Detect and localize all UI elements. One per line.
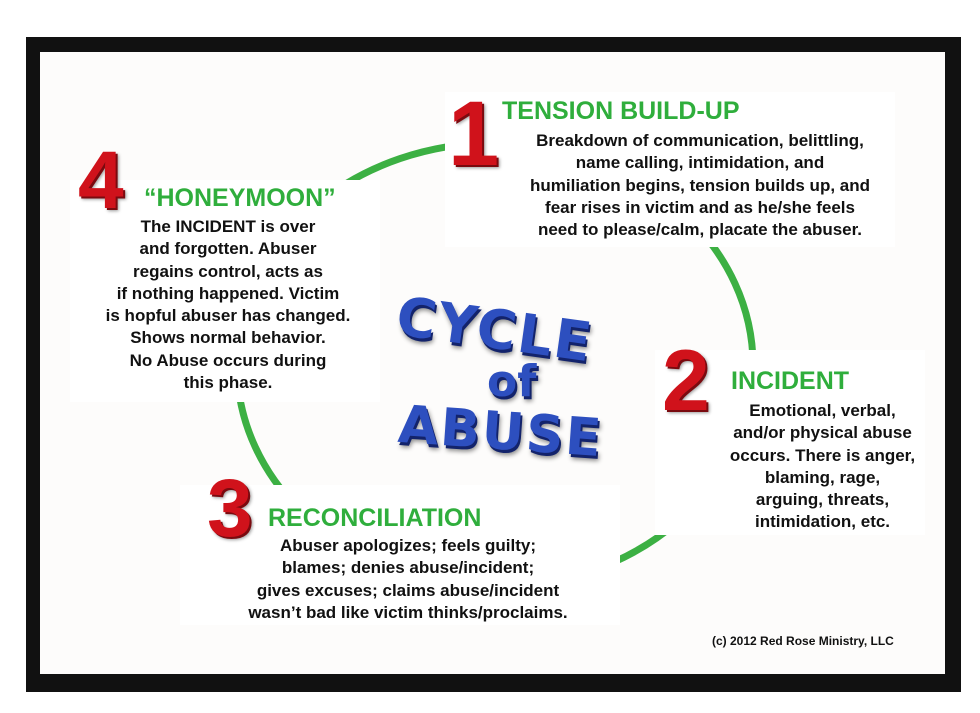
text-line: and/or physical abuse bbox=[733, 423, 912, 443]
text-line: humiliation begins, tension builds up, a… bbox=[530, 175, 870, 195]
stage4-heading: “HONEYMOON” bbox=[144, 184, 336, 212]
text-line: blames; denies abuse/incident; bbox=[281, 558, 535, 578]
stage2-number: 2 bbox=[662, 333, 710, 429]
text-line: fear rises in victim and as he/she feels bbox=[545, 197, 855, 217]
text-line: is hopful abuser has changed. bbox=[105, 306, 351, 326]
text-line: No Abuse occurs during bbox=[129, 350, 327, 370]
text-line: gives excuses; claims abuse/incident bbox=[256, 580, 560, 600]
text-line: regains control, acts as bbox=[133, 261, 323, 281]
text-line: arguing, threats, bbox=[755, 490, 890, 510]
text-line: if nothing happened. Victim bbox=[116, 283, 340, 303]
text-line: Emotional, verbal, bbox=[749, 401, 896, 420]
text-line: occurs. There is anger, bbox=[729, 445, 916, 465]
stage4-box bbox=[70, 180, 380, 402]
stage3-number: 3 bbox=[207, 463, 253, 554]
text-line: this phase. bbox=[183, 373, 273, 393]
stage2-text: Emotional, verbal, and/or physical abuse… bbox=[715, 400, 930, 534]
text-line: Shows normal behavior. bbox=[130, 328, 326, 348]
title-of: of bbox=[487, 356, 537, 407]
stage2-heading: INCIDENT bbox=[731, 367, 850, 395]
text-line: name calling, intimidation, and bbox=[575, 153, 825, 173]
stage3-box bbox=[180, 485, 620, 625]
stage3-text: Abuser apologizes; feels guilty; blames;… bbox=[210, 535, 606, 624]
stage1-heading: TENSION BUILD-UP bbox=[502, 97, 740, 125]
stage1-number: 1 bbox=[448, 83, 500, 185]
text-line: Abuser apologizes; feels guilty; bbox=[280, 536, 536, 555]
text-line: and forgotten. Abuser bbox=[139, 239, 317, 259]
stage1-text: Breakdown of communication, belittling, … bbox=[495, 130, 905, 241]
text-line: Breakdown of communication, belittling, bbox=[536, 131, 864, 150]
text-line: The INCIDENT is over bbox=[140, 217, 316, 236]
text-line: wasn’t bad like victim thinks/proclaims. bbox=[248, 602, 568, 622]
stage2-box bbox=[655, 350, 925, 535]
text-line: need to please/calm, placate the abuser. bbox=[537, 220, 863, 240]
stage4-text: The INCIDENT is over and forgotten. Abus… bbox=[78, 216, 378, 394]
stage4-number: 4 bbox=[78, 135, 124, 226]
text-line: blaming, rage, bbox=[764, 467, 881, 487]
text-line: intimidation, etc. bbox=[754, 512, 891, 532]
stage1-box bbox=[445, 92, 895, 247]
copyright: (c) 2012 Red Rose Ministry, LLC bbox=[712, 634, 894, 648]
stage3-heading: RECONCILIATION bbox=[268, 504, 482, 532]
